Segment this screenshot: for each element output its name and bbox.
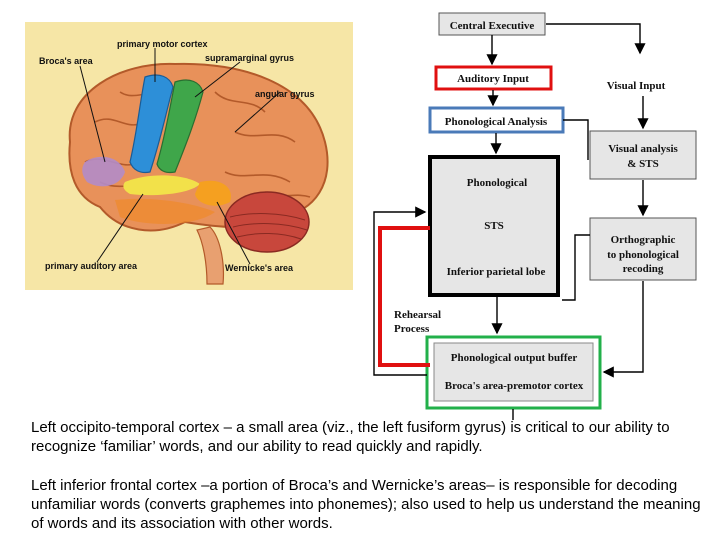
cerebellum bbox=[224, 191, 310, 253]
supramarginal-gyrus-region bbox=[156, 79, 204, 174]
flow-arrows bbox=[373, 23, 649, 420]
auditory-input-box bbox=[434, 65, 553, 91]
inferior-frontal-paragraph: Left inferior frontal cortex –a portion … bbox=[31, 477, 701, 532]
visual-analysis-box bbox=[589, 130, 697, 180]
visual-analysis-label-line1: Visual analysis bbox=[608, 143, 678, 155]
sts-label: STS bbox=[484, 220, 504, 232]
brain-illustration: Broca's area primary motor cortex supram… bbox=[25, 22, 353, 290]
visual-analysis-label-line2: & STS bbox=[627, 158, 659, 170]
label-wernickes-area: Wernicke's area bbox=[225, 263, 294, 273]
rehearsal-label-line1: Rehearsal bbox=[394, 309, 441, 321]
phonological-analysis-label: Phonological Analysis bbox=[445, 116, 548, 128]
brocas-area-region bbox=[82, 156, 125, 187]
orthographic-recoding-box bbox=[589, 217, 697, 281]
rehearsal-label-line2: Process bbox=[394, 323, 430, 335]
primary-motor-cortex-region bbox=[129, 74, 174, 174]
phonological-label: Phonological bbox=[467, 177, 528, 189]
inferior-parietal-lobe-label: Inferior parietal lobe bbox=[447, 266, 546, 278]
reading-model-flowchart: Central Executive Auditory Input Visual … bbox=[373, 12, 697, 420]
orthographic-label-line1: Orthographic bbox=[611, 234, 676, 246]
output-buffer-inner bbox=[433, 342, 594, 402]
occipito-temporal-paragraph: Left occipito-temporal cortex – a small … bbox=[31, 419, 670, 455]
wernickes-area-region bbox=[195, 180, 231, 206]
label-brocas-area: Broca's area bbox=[39, 56, 94, 66]
phonological-sts-box bbox=[428, 155, 560, 297]
label-primary-auditory-area: primary auditory area bbox=[45, 261, 138, 271]
label-leader-lines bbox=[79, 48, 281, 265]
label-supramarginal-gyrus: supramarginal gyrus bbox=[205, 53, 294, 63]
orthographic-label-line2: to phonological bbox=[607, 249, 679, 261]
brocas-premotor-label: Broca's area-premotor cortex bbox=[445, 380, 584, 392]
phonological-analysis-box bbox=[428, 106, 565, 134]
temporal-band bbox=[115, 198, 215, 224]
brain-stem bbox=[196, 226, 225, 285]
label-angular-gyrus: angular gyrus bbox=[255, 89, 315, 99]
auditory-input-label: Auditory Input bbox=[457, 73, 529, 85]
label-primary-motor-cortex: primary motor cortex bbox=[117, 39, 208, 49]
primary-auditory-area-region bbox=[123, 175, 200, 196]
central-executive-label: Central Executive bbox=[450, 20, 535, 32]
orthographic-label-line3: recoding bbox=[623, 263, 664, 275]
visual-input-label: Visual Input bbox=[607, 80, 666, 92]
phonological-output-buffer-label: Phonological output buffer bbox=[451, 352, 578, 364]
rehearsal-loop-red bbox=[378, 226, 430, 367]
